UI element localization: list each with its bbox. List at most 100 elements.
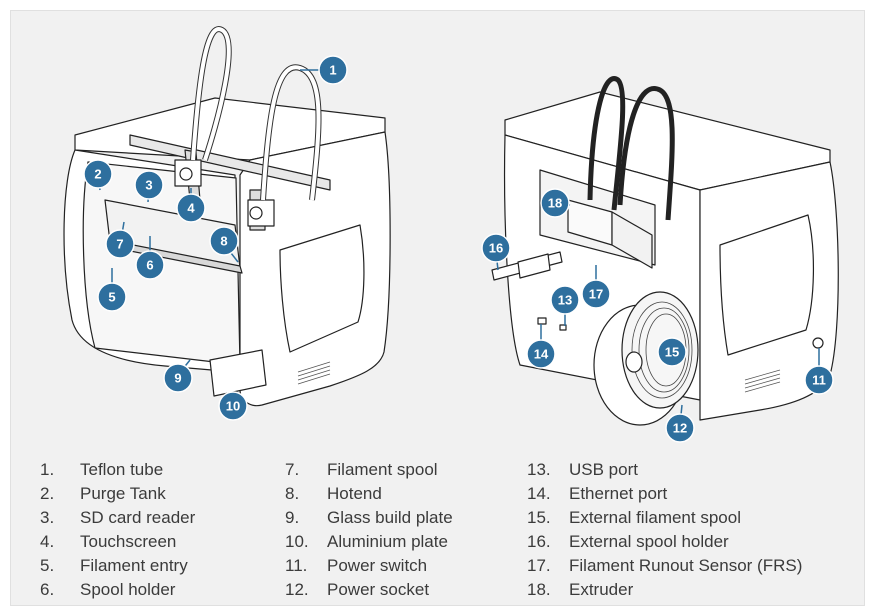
callout-number: 16 <box>489 241 503 256</box>
callout-number: 13 <box>558 293 572 308</box>
callout-number: 6 <box>146 258 153 273</box>
callout-6: 6 <box>135 250 165 280</box>
callout-number: 9 <box>174 371 181 386</box>
legend-item-9: 9. Glass build plate <box>285 506 453 530</box>
callout-number: 2 <box>94 167 101 182</box>
callout-circle <box>176 193 206 223</box>
legend-num: 12. <box>285 580 309 599</box>
callout-number: 3 <box>145 178 152 193</box>
legend-label: Filament entry <box>80 556 188 575</box>
callout-circle <box>135 250 165 280</box>
callout-circle <box>581 279 611 309</box>
callout-13: 13 <box>550 285 580 315</box>
callout-5: 5 <box>97 282 127 312</box>
callout-11: 11 <box>804 365 834 395</box>
legend-column-1: 1. Teflon tube 2. Purge Tank 3. SD card rea… <box>40 458 195 602</box>
legend-label: USB port <box>569 460 638 479</box>
legend-num: 5. <box>40 556 55 575</box>
callout-number: 7 <box>116 237 123 252</box>
legend-item-3: 3. SD card reader <box>40 506 195 530</box>
back-printer-illustration <box>491 76 839 426</box>
legend-label: External spool holder <box>569 532 729 551</box>
callout-circle <box>83 159 113 189</box>
legend-label: Touchscreen <box>80 532 177 551</box>
legend-num: 15. <box>527 508 551 527</box>
front-printer-illustration <box>63 26 391 407</box>
callout-number: 15 <box>665 345 679 360</box>
legend-label: Filament Runout Sensor (FRS) <box>569 556 803 575</box>
legend-num: 11. <box>285 556 308 575</box>
callout-circle <box>665 413 695 443</box>
legend-num: 17. <box>527 556 551 575</box>
callout-circle <box>481 233 511 263</box>
legend-num: 16. <box>527 532 551 551</box>
legend-item-8: 8.Hotend <box>285 482 453 506</box>
legend-item-5: 5. Filament entry <box>40 554 195 578</box>
legend-item-2: 2. Purge Tank <box>40 482 195 506</box>
callout-circle <box>804 365 834 395</box>
callout-number: 1 <box>329 63 336 78</box>
callout-3: 3 <box>134 170 164 200</box>
legend-num: 3. <box>40 508 55 527</box>
callout-number: 17 <box>589 287 603 302</box>
callout-4: 4 <box>176 193 206 223</box>
callout-circle <box>97 282 127 312</box>
legend-label: Extruder <box>569 580 634 599</box>
legend-num: 7. <box>285 460 300 479</box>
legend-column-3: 13. USB port 14. Ethernet port 15. External… <box>527 458 802 602</box>
legend-num: 1. <box>40 460 55 479</box>
legend-item-18: 18. Extruder <box>527 578 802 602</box>
legend-item-13: 13. USB port <box>527 458 802 482</box>
callout-circle <box>134 170 164 200</box>
callout-2: 2 <box>83 159 113 189</box>
legend-item-1: 1. Teflon tube <box>40 458 195 482</box>
legend-item-12: 12. Power socket <box>285 578 453 602</box>
legend-num: 18. <box>527 580 551 599</box>
legend-label: Ethernet port <box>569 484 668 503</box>
legend-num: 10. <box>285 532 309 551</box>
legend-item-16: 16. External spool holder <box>527 530 802 554</box>
callout-1: 1 <box>318 55 348 85</box>
legend-label: Spool holder <box>80 580 176 599</box>
legend-label: SD card reader <box>80 508 196 527</box>
legend-label: Purge Tank <box>80 484 166 503</box>
legend-label: Filament spool <box>327 460 438 479</box>
callout-circle <box>163 363 193 393</box>
legend-num: 9. <box>285 508 300 527</box>
legend-label: Power socket <box>327 580 430 599</box>
legend-num: 14. <box>527 484 551 503</box>
callout-number: 18 <box>548 196 562 211</box>
legend-label: Glass build plate <box>327 508 453 527</box>
legend-label: Power switch <box>327 556 428 575</box>
callout-circle <box>550 285 580 315</box>
callout-number: 4 <box>187 201 195 216</box>
legend-num: 13. <box>527 460 551 479</box>
callout-12: 12 <box>665 413 695 443</box>
legend-item-17: 17. Filament Runout Sensor (FRS) <box>527 554 802 578</box>
legend-item-14: 14. Ethernet port <box>527 482 802 506</box>
legend-item-6: 6.Spool holder <box>40 578 195 602</box>
callout-circle <box>526 339 556 369</box>
callout-16: 16 <box>481 233 511 263</box>
legend-label: Aluminium plate <box>327 532 448 551</box>
callout-circle <box>540 188 570 218</box>
callout-circle <box>105 229 135 259</box>
legend-label: Teflon tube <box>80 460 164 479</box>
callout-circle <box>657 337 687 367</box>
callout-number: 14 <box>534 347 549 362</box>
callout-number: 12 <box>673 421 687 436</box>
callout-number: 10 <box>226 399 240 414</box>
legend-num: 2. <box>40 484 55 503</box>
callout-7: 7 <box>105 229 135 259</box>
callout-9: 9 <box>163 363 193 393</box>
callout-8: 8 <box>209 226 239 256</box>
legend-item-10: 10. Aluminium plate <box>285 530 453 554</box>
callout-18: 18 <box>540 188 570 218</box>
legend-item-7: 7. Filament spool <box>285 458 453 482</box>
callout-circle <box>318 55 348 85</box>
legend-label: External filament spool <box>569 508 741 527</box>
legend-column-2: 7. Filament spool 8.Hotend 9. Glass build … <box>285 458 453 602</box>
legend-num: 4. <box>40 532 55 551</box>
